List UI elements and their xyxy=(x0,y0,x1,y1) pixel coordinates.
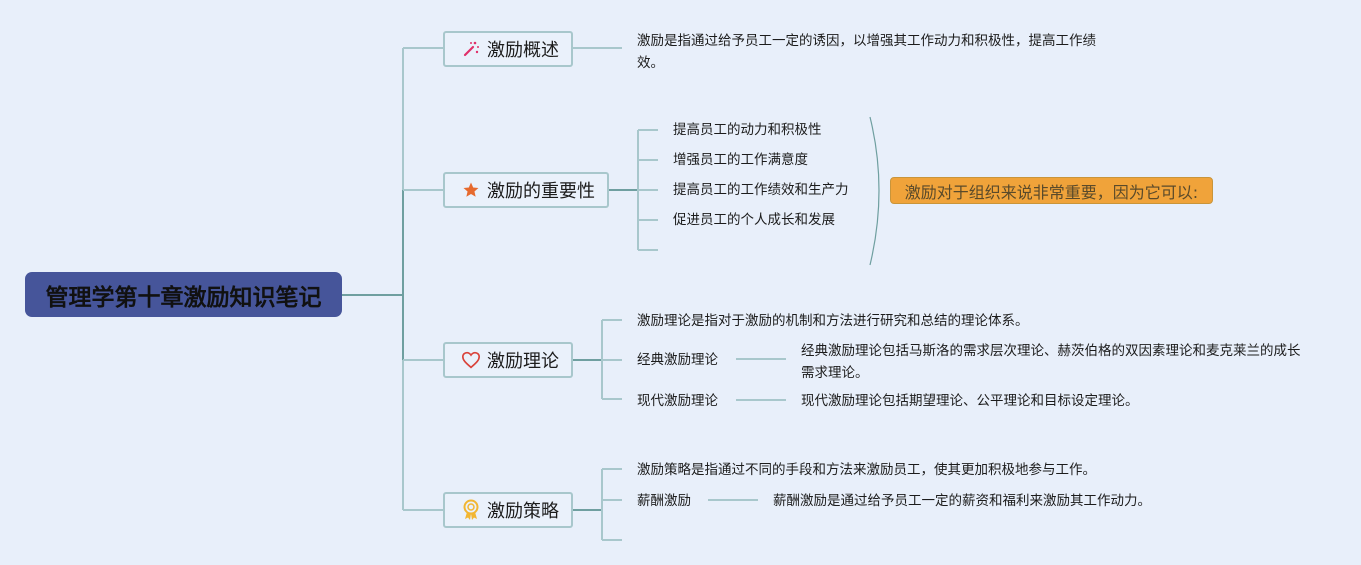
classic-theory[interactable]: 经典激励理论 xyxy=(637,352,718,368)
topic-label: 激励概述 xyxy=(487,40,559,61)
overview-definition[interactable]: 激励是指通过给予员工一定的诱因，以增强其工作动力和积极性，提高工作绩效。 xyxy=(637,33,1096,71)
salary-incentive[interactable]: 薪酬激励 xyxy=(637,493,691,509)
award-medal-icon xyxy=(461,499,481,520)
importance-summary[interactable]: 激励对于组织来说非常重要，因为它可以: xyxy=(890,177,1213,204)
summary-brace xyxy=(869,116,880,266)
heart-icon xyxy=(461,350,481,370)
topic-theory[interactable]: 激励理论 xyxy=(443,342,573,378)
topic-label: 激励的重要性 xyxy=(487,181,595,202)
theory-child-ticks xyxy=(602,319,622,400)
importance-item[interactable]: 提高员工的工作绩效和生产力 xyxy=(673,182,849,198)
topic-importance[interactable]: 激励的重要性 xyxy=(443,172,609,208)
salary-incentive-detail[interactable]: 薪酬激励是通过给予员工一定的薪资和福利来激励其工作动力。 xyxy=(773,493,1151,509)
strategy-definition[interactable]: 激励策略是指通过不同的手段和方法来激励员工，使其更加积极地参与工作。 xyxy=(637,462,1096,478)
theory-definition[interactable]: 激励理论是指对于激励的机制和方法进行研究和总结的理论体系。 xyxy=(637,313,1029,329)
strategy-child-ticks xyxy=(602,468,622,541)
importance-item[interactable]: 增强员工的工作满意度 xyxy=(673,152,808,168)
topic-overview[interactable]: 激励概述 xyxy=(443,31,573,67)
importance-item[interactable]: 提高员工的动力和积极性 xyxy=(673,122,822,138)
root-title: 管理学第十章激励知识笔记 xyxy=(45,284,322,311)
topic-strategy[interactable]: 激励策略 xyxy=(443,492,573,528)
topic-label: 激励理论 xyxy=(487,351,559,372)
magic-sparkle-icon xyxy=(461,39,481,59)
modern-theory-detail[interactable]: 现代激励理论包括期望理论、公平理论和目标设定理论。 xyxy=(801,393,1139,409)
classic-theory-detail[interactable]: 经典激励理论包括马斯洛的需求层次理论、赫茨伯格的双因素理论和麦克莱兰的成长需求理… xyxy=(801,343,1301,381)
summary-label: 激励对于组织来说非常重要，因为它可以: xyxy=(904,182,1199,202)
modern-theory[interactable]: 现代激励理论 xyxy=(637,393,718,409)
importance-child-ticks xyxy=(638,129,658,251)
importance-item[interactable]: 促进员工的个人成长和发展 xyxy=(673,212,835,228)
topic-label: 激励策略 xyxy=(487,501,559,522)
root-topic[interactable]: 管理学第十章激励知识笔记 xyxy=(25,272,342,317)
star-icon xyxy=(461,180,481,200)
